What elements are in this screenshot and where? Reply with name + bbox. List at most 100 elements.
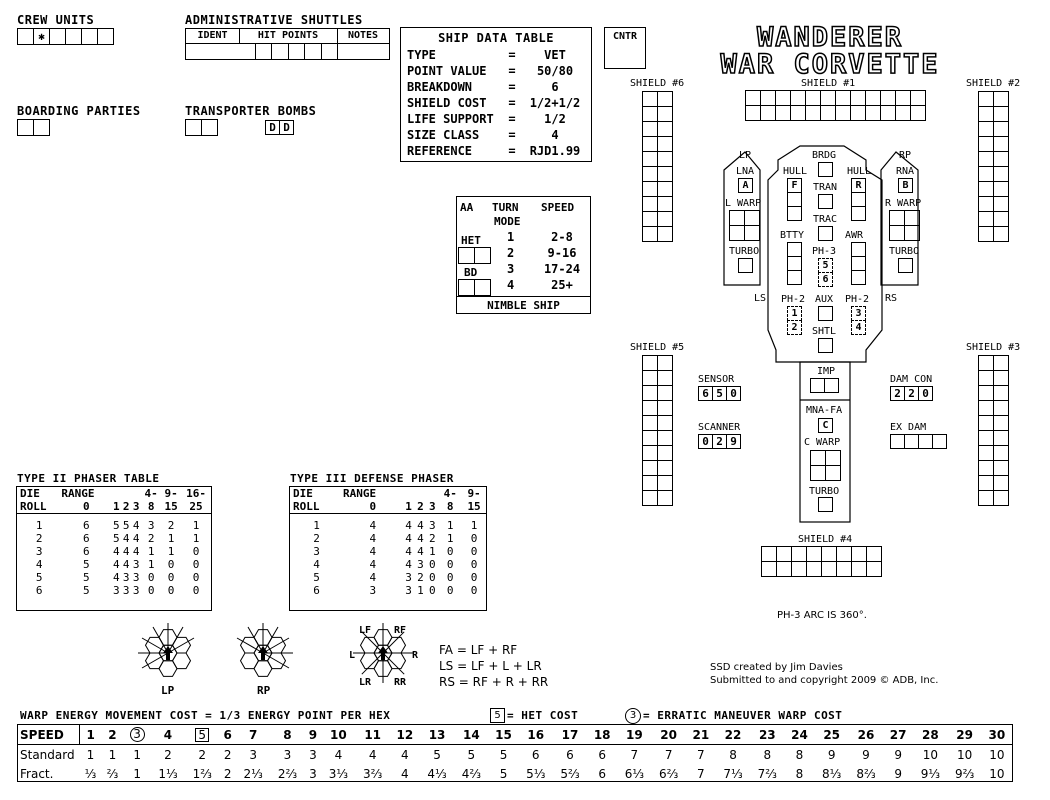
crew-unit-box[interactable] bbox=[81, 28, 98, 45]
damage-box[interactable] bbox=[993, 355, 1009, 371]
damage-box[interactable] bbox=[642, 400, 658, 416]
damage-box[interactable] bbox=[978, 226, 994, 242]
damage-box[interactable] bbox=[657, 121, 673, 137]
damage-box[interactable] bbox=[790, 90, 806, 106]
damage-box[interactable] bbox=[745, 90, 761, 106]
damage-box[interactable] bbox=[993, 370, 1009, 386]
damage-box[interactable] bbox=[978, 181, 994, 197]
damage-box[interactable] bbox=[657, 355, 673, 371]
bd-boxes[interactable] bbox=[458, 279, 491, 296]
damage-box[interactable] bbox=[790, 105, 806, 121]
shield-3-boxes[interactable] bbox=[978, 355, 1009, 506]
damage-box[interactable] bbox=[910, 90, 926, 106]
damage-box[interactable] bbox=[978, 445, 994, 461]
damage-box[interactable] bbox=[993, 136, 1009, 152]
damage-box[interactable] bbox=[806, 561, 822, 577]
damage-box[interactable] bbox=[760, 105, 776, 121]
damage-box[interactable] bbox=[776, 561, 792, 577]
damage-box[interactable] bbox=[978, 490, 994, 506]
awr-boxes[interactable] bbox=[851, 242, 866, 285]
damage-box[interactable] bbox=[978, 211, 994, 227]
damage-box[interactable] bbox=[821, 561, 837, 577]
damage-box[interactable] bbox=[642, 151, 658, 167]
rhull-boxes[interactable]: R bbox=[851, 178, 866, 221]
damage-box[interactable] bbox=[642, 211, 658, 227]
damage-box[interactable] bbox=[642, 385, 658, 401]
trac-box[interactable] bbox=[818, 226, 833, 241]
shield-4-boxes[interactable] bbox=[761, 546, 882, 577]
damage-box[interactable] bbox=[775, 90, 791, 106]
crew-unit-box[interactable] bbox=[17, 28, 34, 45]
damage-box[interactable] bbox=[889, 210, 905, 226]
damage-box[interactable] bbox=[657, 226, 673, 242]
damage-box[interactable] bbox=[993, 460, 1009, 476]
crew-unit-box[interactable]: ✱ bbox=[33, 28, 50, 45]
damage-box[interactable] bbox=[806, 546, 822, 562]
damage-box[interactable] bbox=[642, 355, 658, 371]
cwarp-boxes[interactable] bbox=[810, 450, 841, 481]
damage-box[interactable] bbox=[642, 460, 658, 476]
damage-box[interactable] bbox=[978, 91, 994, 107]
damage-box[interactable] bbox=[642, 490, 658, 506]
damage-box[interactable] bbox=[880, 90, 896, 106]
damage-box[interactable] bbox=[761, 561, 777, 577]
lna-box[interactable]: A bbox=[738, 178, 753, 193]
damage-box[interactable] bbox=[895, 105, 911, 121]
damage-box[interactable] bbox=[889, 225, 905, 241]
damage-box[interactable] bbox=[865, 90, 881, 106]
lwarp-boxes[interactable] bbox=[729, 210, 760, 241]
damage-box[interactable] bbox=[825, 465, 841, 481]
lturbo-box[interactable] bbox=[738, 258, 753, 273]
crew-unit-box[interactable] bbox=[49, 28, 66, 45]
damage-box[interactable] bbox=[657, 430, 673, 446]
aux-box[interactable] bbox=[818, 306, 833, 321]
damage-box[interactable] bbox=[657, 196, 673, 212]
crew-unit-box[interactable] bbox=[97, 28, 114, 45]
damage-box[interactable] bbox=[993, 121, 1009, 137]
damage-box[interactable] bbox=[657, 211, 673, 227]
damage-box[interactable] bbox=[978, 355, 994, 371]
system-value-box[interactable]: 2 bbox=[904, 386, 919, 401]
damage-box[interactable] bbox=[642, 196, 658, 212]
damage-box[interactable] bbox=[642, 475, 658, 491]
damage-box[interactable] bbox=[835, 90, 851, 106]
system-value-box[interactable]: 2 bbox=[712, 434, 727, 449]
damage-box[interactable] bbox=[657, 445, 673, 461]
damage-box[interactable] bbox=[836, 546, 852, 562]
damage-box[interactable] bbox=[993, 400, 1009, 416]
fhull-boxes[interactable]: F bbox=[787, 178, 802, 221]
damage-box[interactable] bbox=[657, 106, 673, 122]
damage-box[interactable] bbox=[993, 151, 1009, 167]
shield-1-boxes[interactable] bbox=[745, 90, 926, 121]
damage-box[interactable] bbox=[776, 546, 792, 562]
damage-box[interactable] bbox=[978, 415, 994, 431]
damage-box[interactable] bbox=[993, 445, 1009, 461]
damage-box[interactable] bbox=[761, 546, 777, 562]
damage-box[interactable] bbox=[820, 90, 836, 106]
damage-box[interactable] bbox=[993, 430, 1009, 446]
damage-box[interactable] bbox=[805, 90, 821, 106]
damage-box[interactable] bbox=[978, 166, 994, 182]
damage-box[interactable] bbox=[978, 121, 994, 137]
damage-box[interactable] bbox=[657, 181, 673, 197]
damage-box[interactable] bbox=[993, 211, 1009, 227]
system-value-box[interactable]: 0 bbox=[726, 386, 741, 401]
cntr-box[interactable]: CNTR bbox=[604, 27, 646, 69]
damage-box[interactable] bbox=[993, 490, 1009, 506]
damage-box[interactable] bbox=[895, 90, 911, 106]
damage-box[interactable] bbox=[657, 490, 673, 506]
damage-box[interactable] bbox=[978, 151, 994, 167]
damage-box[interactable] bbox=[657, 385, 673, 401]
btty-boxes[interactable] bbox=[787, 242, 802, 285]
tran-box[interactable] bbox=[818, 194, 833, 209]
damage-box[interactable] bbox=[993, 166, 1009, 182]
cturbo-box[interactable] bbox=[818, 497, 833, 512]
damage-box[interactable] bbox=[744, 225, 760, 241]
damage-box[interactable] bbox=[993, 226, 1009, 242]
